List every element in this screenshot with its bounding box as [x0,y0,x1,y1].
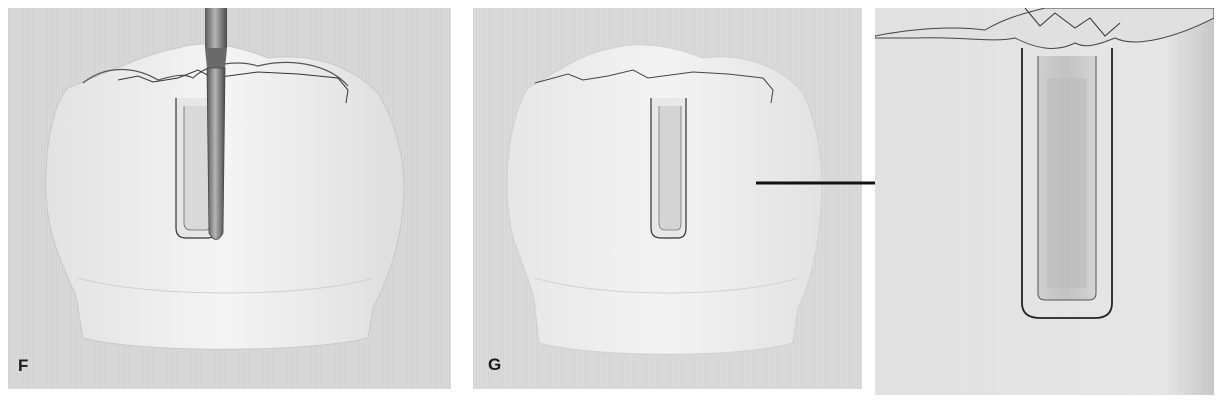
panel-label-g: G [488,355,501,375]
panel-label-f: F [18,356,28,376]
tooth-with-bur-illustration [8,8,451,389]
groove-closeup-illustration [875,8,1214,395]
panel-f: F [8,8,451,389]
panel-zoom-detail [875,8,1214,395]
panel-g: G [473,8,862,389]
tooth-groove-illustration [473,8,862,389]
